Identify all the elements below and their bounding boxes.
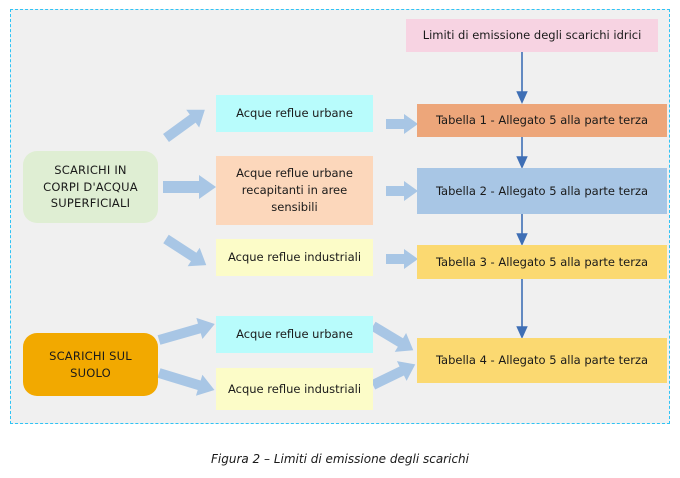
node-source-soil-label: SCARICHI SUL SUOLO xyxy=(49,348,132,380)
node-industrial-wastewater-soil[interactable]: Acque reflue industriali xyxy=(216,368,373,410)
node-urban-sensitive-areas[interactable]: Acque reflue urbane recapitanti in aree … xyxy=(216,156,373,225)
arrowhead-table1 xyxy=(516,91,528,104)
node-industrial-wastewater[interactable]: Acque reflue industriali xyxy=(216,239,373,276)
node-table-4-label: Tabella 4 - Allegato 5 alla parte terza xyxy=(435,353,649,368)
arrow-surface-to-urban xyxy=(163,109,205,143)
node-urban-wastewater-label: Acque reflue urbane xyxy=(236,106,353,121)
arrow-soil-to-urban xyxy=(157,317,215,345)
node-table-1[interactable]: Tabella 1 - Allegato 5 alla parte terza xyxy=(417,104,667,137)
node-title-box[interactable]: Limiti di emissione degli scarichi idric… xyxy=(406,19,658,52)
node-table-3-label: Tabella 3 - Allegato 5 alla parte terza xyxy=(435,254,649,269)
node-urban-sensitive-areas-label: Acque reflue urbane recapitanti in aree … xyxy=(236,166,353,214)
node-source-surface-water-label: SCARICHI IN CORPI D'ACQUA SUPERFICIALI xyxy=(43,162,138,211)
node-urban-wastewater-soil-label: Acque reflue urbane xyxy=(236,327,353,342)
node-title-label: Limiti di emissione degli scarichi idric… xyxy=(422,28,642,43)
node-urban-wastewater[interactable]: Acque reflue urbane xyxy=(216,95,373,132)
node-table-1-label: Tabella 1 - Allegato 5 alla parte terza xyxy=(435,113,649,128)
arrow-surface-to-sensitive xyxy=(163,175,216,199)
node-source-soil[interactable]: SCARICHI SUL SUOLO xyxy=(23,333,158,396)
node-industrial-wastewater-soil-label: Acque reflue industriali xyxy=(227,381,362,396)
arrow-surface-to-industrial xyxy=(163,234,207,267)
arrow-sensitive-to-table2 xyxy=(386,181,418,201)
arrowhead-table2 xyxy=(516,156,528,169)
arrow-urban-to-table1 xyxy=(386,114,418,134)
node-industrial-wastewater-label: Acque reflue industriali xyxy=(227,250,362,265)
arrowhead-table4 xyxy=(516,326,528,339)
arrow-industrialsoil-to-table4 xyxy=(370,361,416,390)
node-source-surface-water[interactable]: SCARICHI IN CORPI D'ACQUA SUPERFICIALI xyxy=(23,151,158,223)
figure-caption: Figura 2 – Limiti di emissione degli sca… xyxy=(211,452,469,466)
arrow-soil-to-industrial xyxy=(157,368,215,396)
node-table-2-label: Tabella 2 - Allegato 5 alla parte terza xyxy=(435,183,649,198)
node-table-3[interactable]: Tabella 3 - Allegato 5 alla parte terza xyxy=(417,245,667,279)
arrowhead-table3 xyxy=(516,233,528,246)
node-table-2[interactable]: Tabella 2 - Allegato 5 alla parte terza xyxy=(417,168,667,214)
figure-panel: Limiti di emissione degli scarichi idric… xyxy=(10,9,670,424)
arrow-urbansoil-to-table4 xyxy=(370,321,414,352)
arrow-industrial-to-table3 xyxy=(386,249,418,269)
node-urban-wastewater-soil[interactable]: Acque reflue urbane xyxy=(216,316,373,353)
node-table-4[interactable]: Tabella 4 - Allegato 5 alla parte terza xyxy=(417,338,667,383)
